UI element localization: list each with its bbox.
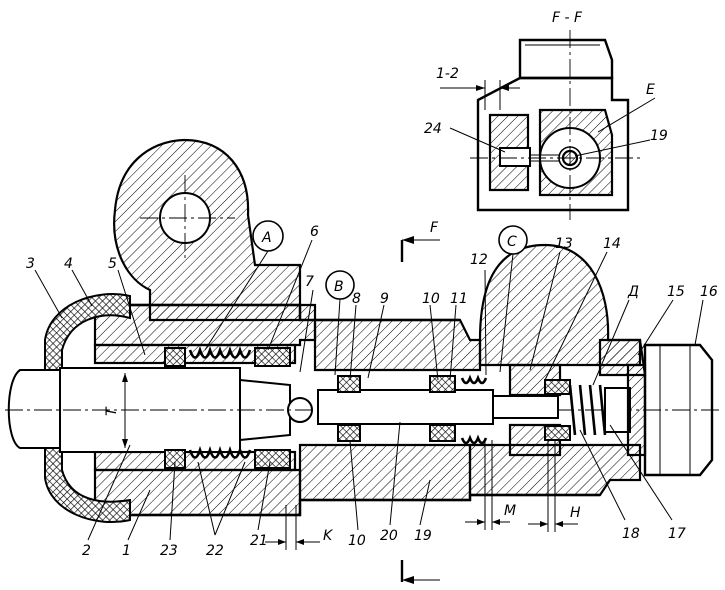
label-k: K [323, 528, 334, 544]
callout-13: 13 [555, 236, 573, 252]
callout-1: 1 [122, 543, 131, 559]
circled-a-label: A [261, 230, 272, 246]
callout-4: 4 [64, 256, 73, 272]
callout-12: 12 [470, 252, 488, 268]
callout-3: 3 [26, 256, 35, 272]
circled-c-label: C [507, 234, 517, 250]
dimension-label-1-2: 1-2 [436, 66, 459, 82]
label-t: T [104, 406, 120, 416]
callout-5: 5 [108, 256, 117, 272]
callout-22: 22 [206, 543, 224, 559]
section-f-f-view: 1-2 F - F 24 E 19 [424, 10, 668, 220]
callout-15: 15 [667, 284, 685, 300]
callout-24: 24 [424, 121, 442, 137]
callout-23: 23 [160, 543, 178, 559]
callout-21: 21 [250, 533, 268, 549]
section-title: F - F [552, 10, 583, 26]
callout-11: 11 [450, 291, 468, 307]
label-f-top: F [430, 220, 439, 236]
label-m: M [504, 503, 516, 519]
callout-19-section: 19 [650, 128, 668, 144]
callout-9: 9 [380, 291, 389, 307]
callout-20: 20 [380, 528, 398, 544]
callout-7: 7 [305, 274, 314, 290]
callout-14: 14 [603, 236, 621, 252]
label-d: Д [627, 284, 639, 300]
label-e: E [646, 82, 655, 98]
callout-10-bottom: 10 [348, 533, 366, 549]
label-h: H [570, 505, 581, 521]
callout-2: 2 [82, 543, 91, 559]
callout-16: 16 [700, 284, 718, 300]
callout-6: 6 [310, 224, 319, 240]
main-section-view: T K [5, 138, 720, 584]
callout-8: 8 [352, 291, 361, 307]
callout-10-top: 10 [422, 291, 440, 307]
circled-b-label: B [334, 279, 344, 295]
callout-17: 17 [668, 526, 686, 542]
callout-19-main: 19 [414, 528, 432, 544]
callout-18: 18 [622, 526, 640, 542]
